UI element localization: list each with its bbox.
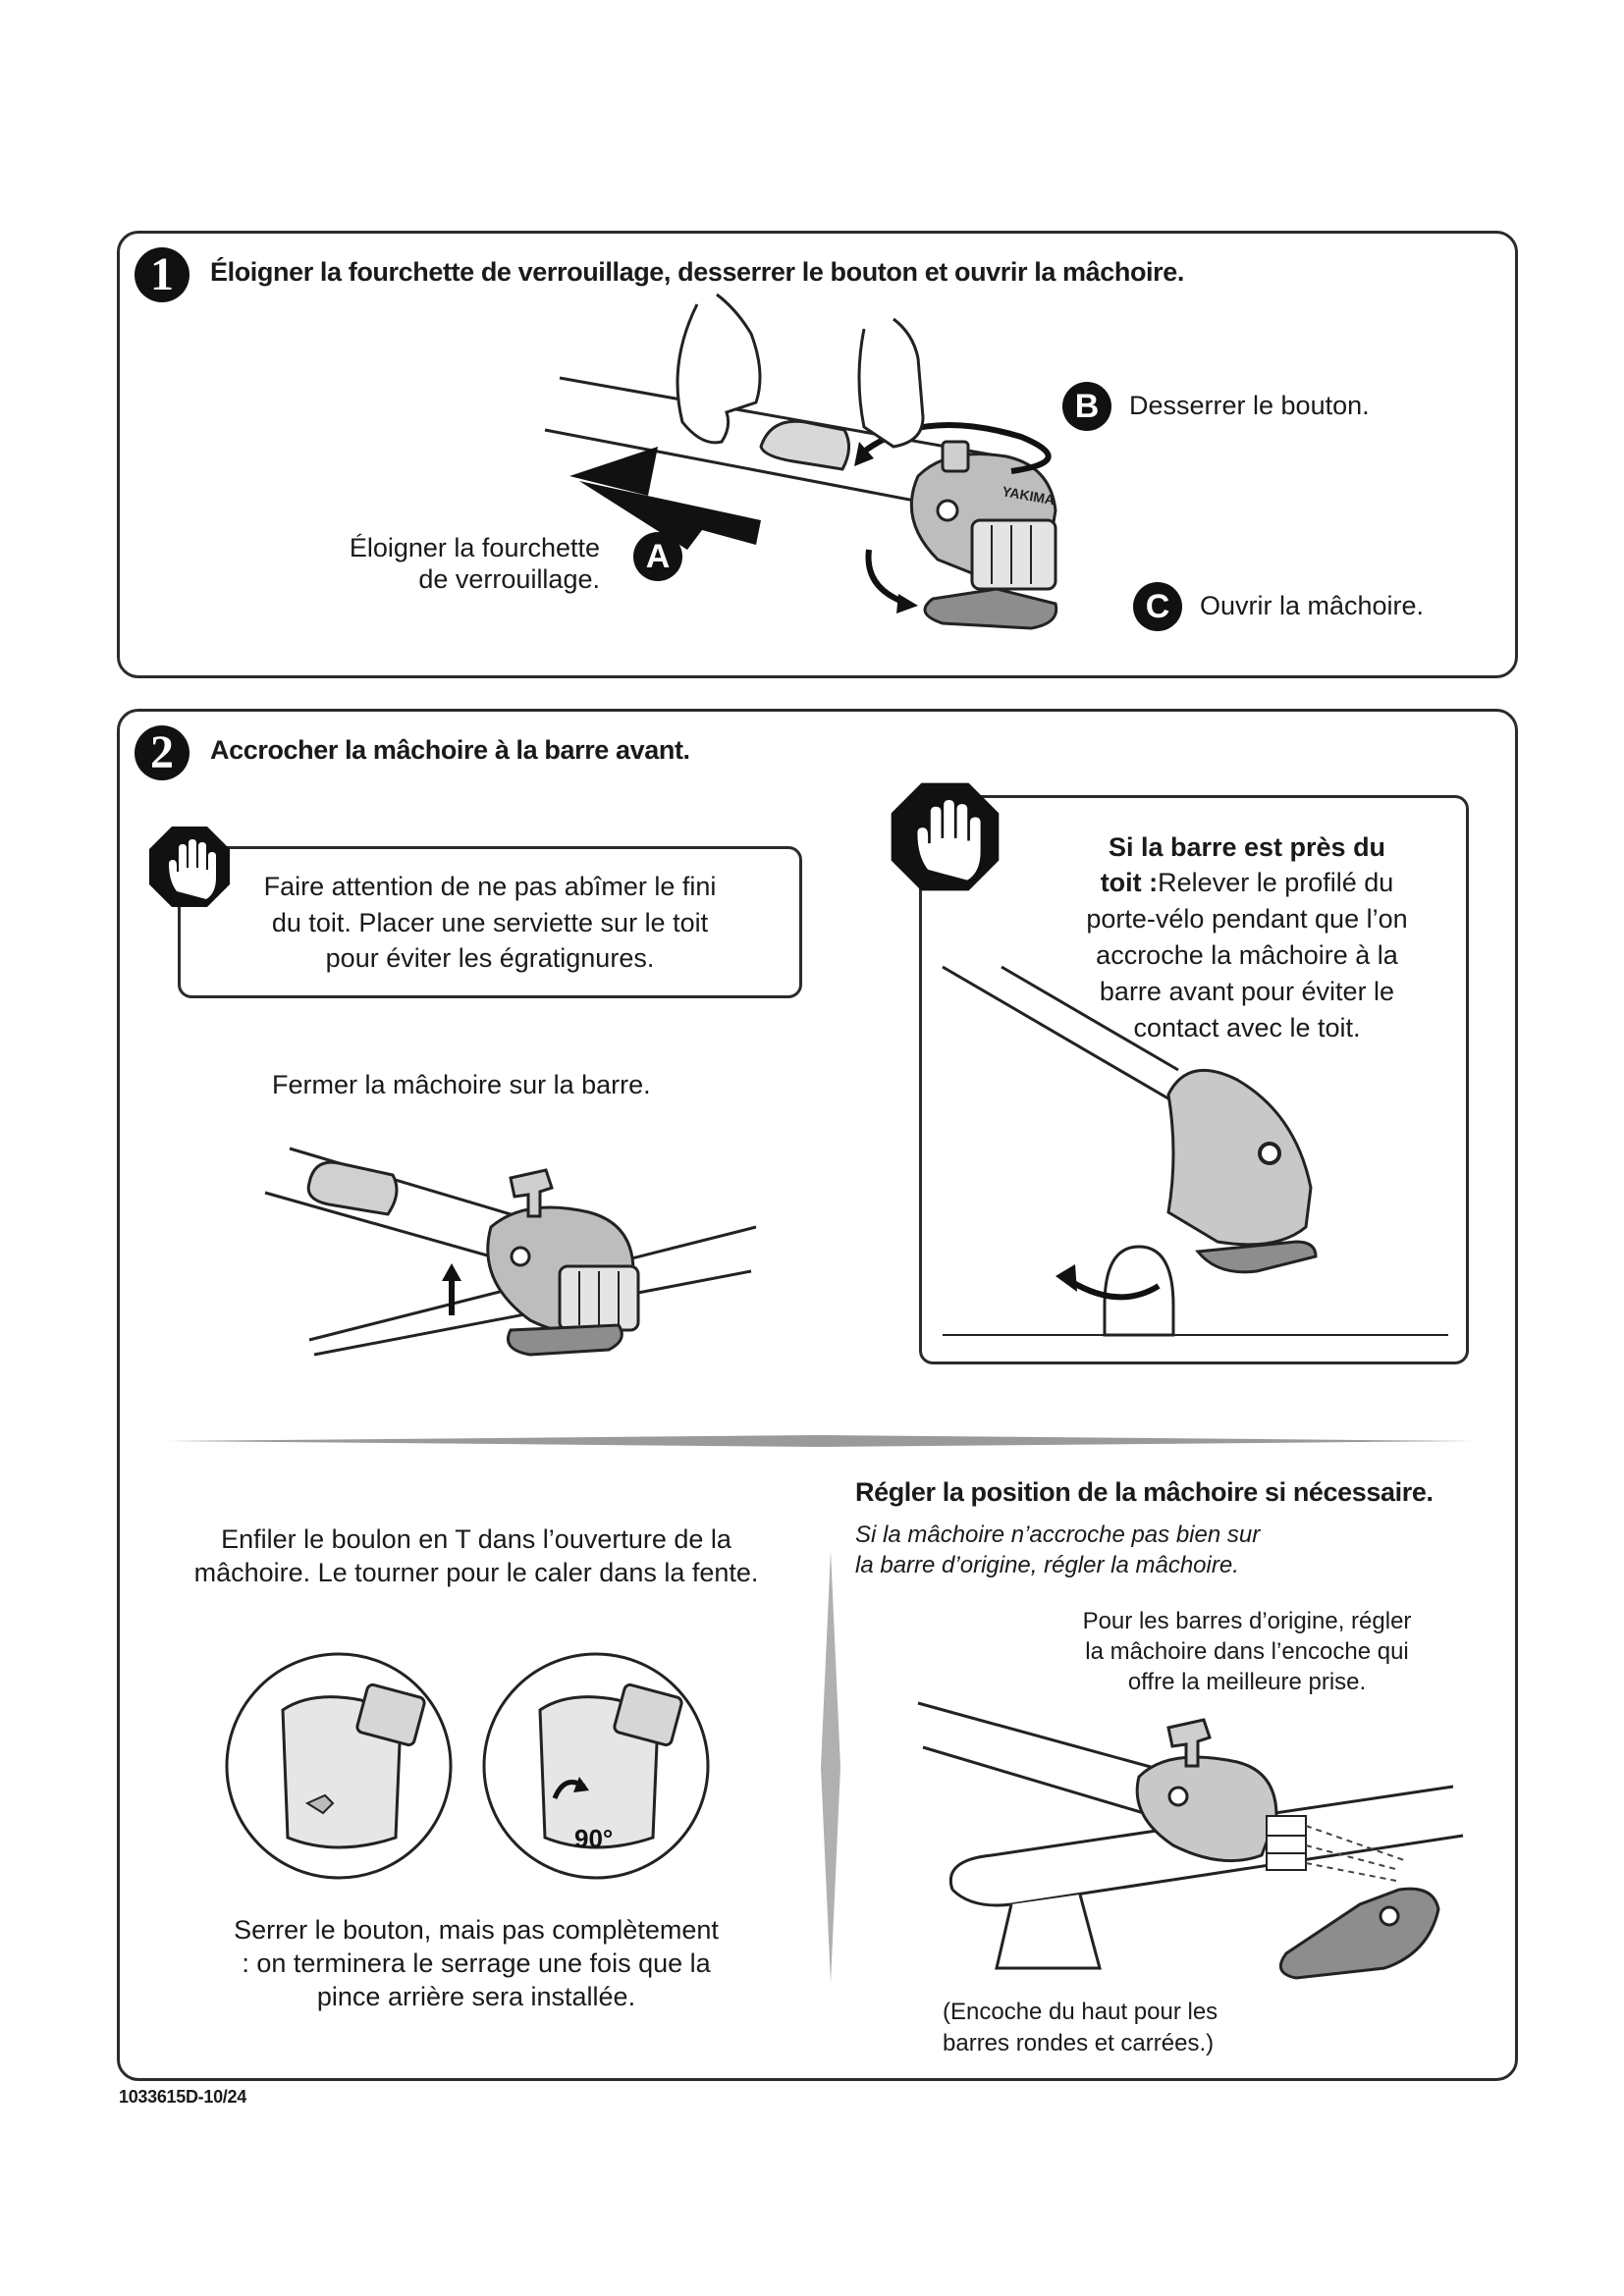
caution-left-line2: du toit. Placer une serviette sur le toi… — [178, 905, 802, 940]
callout-c-badge: C — [1133, 582, 1182, 631]
tighten-line1: Serrer le bouton, mais pas complètement — [167, 1912, 785, 1948]
caution-right-line3: porte-vélo pendant que l’on — [1041, 901, 1453, 936]
section-divider — [167, 1435, 1473, 1447]
tbolt-insert-illustration — [224, 1651, 455, 1882]
tbolt-line1: Enfiler le boulon en T dans l’ouverture … — [167, 1522, 785, 1557]
callout-c-text: Ouvrir la mâchoire. — [1200, 588, 1424, 623]
step-1-number: 1 — [135, 247, 189, 302]
adjust-title: Régler la position de la mâchoire si néc… — [855, 1477, 1434, 1508]
top-notch-line1: (Encoche du haut pour les — [943, 1995, 1218, 2030]
callout-a-line2: de verrouillage. — [418, 561, 600, 597]
callout-a-badge: A — [633, 532, 682, 581]
caution-right-line2: toit :Relever le profilé du — [1041, 865, 1453, 900]
tbolt-line2: mâchoire. Le tourner pour le caler dans … — [167, 1555, 785, 1590]
tbolt-rotate-illustration: 90° — [481, 1651, 712, 1882]
caution-right-line1: Si la barre est près du — [1041, 829, 1453, 865]
caution-left-line3: pour éviter les égratignures. — [178, 940, 802, 976]
step-1-illustration: YAKIMA — [530, 285, 1080, 638]
adjust-jaw-illustration — [913, 1688, 1473, 2002]
rotation-label: 90° — [574, 1824, 613, 1853]
adjust-italic-line2: la barre d’origine, régler la mâchoire. — [855, 1548, 1239, 1583]
step-2-title: Accrocher la mâchoire à la barre avant. — [210, 735, 690, 766]
callout-b-text: Desserrer le bouton. — [1129, 388, 1370, 423]
document-code: 1033615D-10/24 — [119, 2087, 246, 2108]
lift-rack-illustration — [933, 957, 1463, 1350]
vertical-divider — [821, 1551, 840, 1983]
tighten-line3: pince arrière sera installée. — [167, 1979, 785, 2014]
caution-left-line1: Faire attention de ne pas abîmer le fini — [178, 869, 802, 904]
callout-a-line1: Éloigner la fourchette — [350, 530, 600, 565]
close-jaw-caption: Fermer la mâchoire sur la barre. — [272, 1067, 651, 1102]
stop-hand-icon-large — [889, 780, 1001, 893]
callout-b-badge: B — [1062, 382, 1111, 431]
close-jaw-illustration — [255, 1139, 766, 1364]
step-2-number: 2 — [135, 725, 189, 780]
step-1-title: Éloigner la fourchette de verrouillage, … — [210, 257, 1184, 288]
top-notch-line2: barres rondes et carrées.) — [943, 2026, 1214, 2061]
tighten-line2: : on terminera le serrage une fois que l… — [167, 1946, 785, 1981]
